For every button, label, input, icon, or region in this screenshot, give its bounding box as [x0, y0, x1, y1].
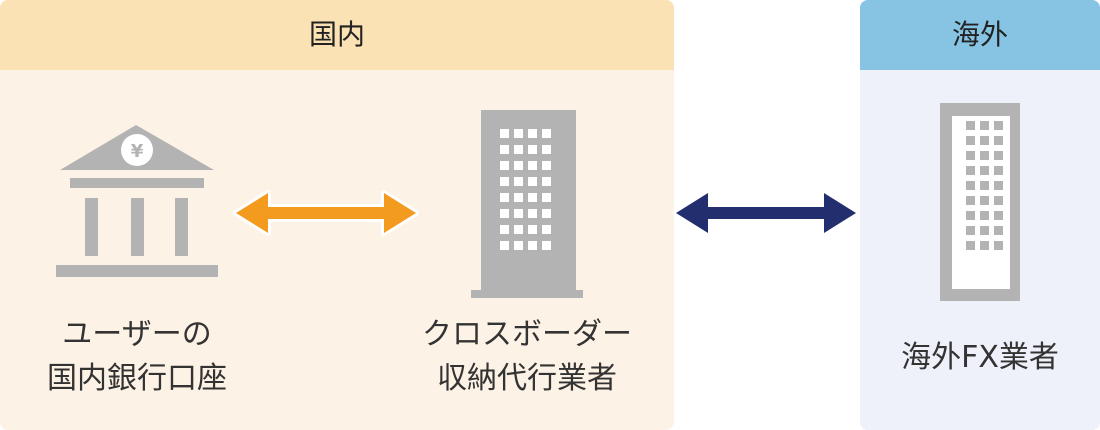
bank-icon: ¥ — [56, 125, 218, 277]
agent-label: クロスボーダー 収納代行業者 — [412, 313, 642, 401]
agent-building-icon — [471, 110, 583, 298]
domestic-header: 国内 — [0, 0, 674, 70]
overseas-header: 海外 — [860, 0, 1100, 70]
broker-label-text: 海外FX業者 — [901, 340, 1059, 375]
bank-label-line1: ユーザーの — [62, 317, 212, 352]
broker-label: 海外FX業者 — [868, 336, 1092, 380]
broker-building-icon — [940, 103, 1020, 301]
bank-label-line2: 国内銀行口座 — [47, 361, 227, 396]
agent-building-windows — [500, 129, 551, 250]
broker-building-windows — [966, 121, 1003, 250]
crossborder-transfer-arrow — [673, 190, 859, 236]
yen-symbol: ¥ — [131, 141, 144, 162]
agent-label-line1: クロスボーダー — [422, 317, 632, 352]
bank-label: ユーザーの 国内銀行口座 — [37, 313, 237, 401]
agent-label-line2: 収納代行業者 — [437, 361, 617, 396]
domestic-transfer-arrow — [233, 190, 419, 236]
overseas-panel: 海外 — [860, 0, 1100, 430]
